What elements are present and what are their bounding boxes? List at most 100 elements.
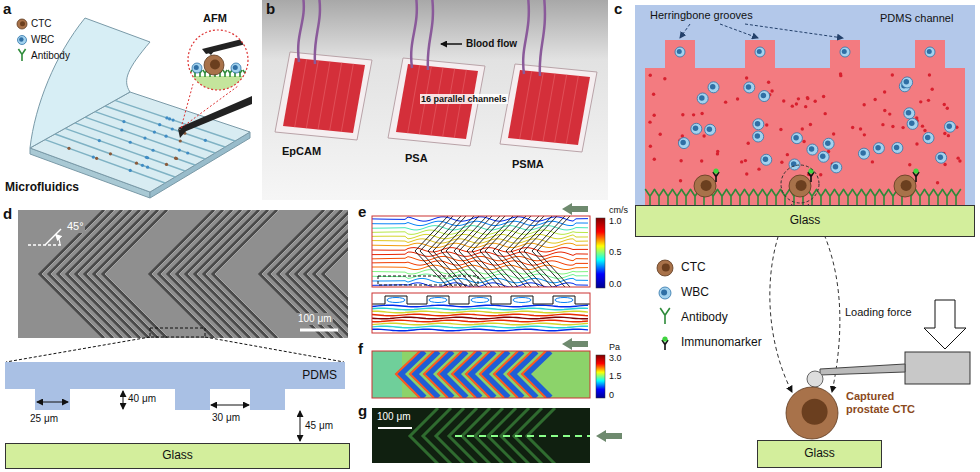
micrograph-illustration-part bbox=[211, 405, 249, 406]
microfluidic-chip-illustration-part-part bbox=[204, 55, 224, 75]
colorbar-tick: 1.0 bbox=[609, 216, 622, 226]
microfluidic-chip-illustration-part bbox=[164, 135, 167, 138]
legend-icon bbox=[660, 308, 670, 324]
capture-channel-illustration-part bbox=[873, 98, 876, 101]
capture-channel-illustration-part bbox=[813, 100, 816, 103]
microfluidic-chip-illustration-part bbox=[146, 166, 149, 169]
chip-label: EpCAM bbox=[282, 145, 321, 158]
capture-channel-illustration-part bbox=[802, 140, 805, 143]
capture-channel-illustration-part bbox=[648, 120, 651, 123]
panel-letter: b bbox=[266, 0, 275, 17]
fluorescence-micrograph-part bbox=[378, 427, 412, 429]
scale-bar-label: 100 μm bbox=[377, 411, 411, 423]
legend-icon-part bbox=[657, 260, 673, 276]
capture-channel-illustration-part bbox=[707, 126, 713, 132]
capture-channel-illustration-part bbox=[906, 110, 912, 116]
velocity-streamline-plot-part-part bbox=[513, 298, 531, 303]
capture-channel-illustration-part bbox=[946, 123, 952, 129]
shear-stress-plot-part bbox=[372, 351, 590, 398]
microfluidic-chip-illustration-part bbox=[85, 117, 205, 159]
legend-icon-part bbox=[18, 49, 25, 61]
capture-channel-illustration-part bbox=[745, 24, 843, 38]
velocity-streamline-plot-part bbox=[372, 216, 590, 287]
capture-channel-illustration-part bbox=[797, 97, 800, 100]
capture-channel-illustration-part bbox=[786, 153, 789, 156]
capture-channel-illustration-part bbox=[925, 47, 935, 57]
capture-channel-illustration-part bbox=[904, 108, 915, 119]
dimension-label: 40 μm bbox=[128, 393, 156, 405]
capture-channel-illustration-part bbox=[933, 189, 943, 205]
capture-channel-illustration-part bbox=[894, 175, 916, 197]
microfluidic-chip-illustration-part bbox=[55, 134, 175, 177]
velocity-streamline-plot-part-part bbox=[429, 298, 447, 303]
glass-substrate: Glass bbox=[757, 440, 882, 468]
instrument-label: AFM bbox=[203, 12, 227, 25]
flow-label: Blood flow bbox=[466, 38, 517, 50]
capture-channel-illustration-part bbox=[831, 162, 842, 173]
capture-channel-illustration-part bbox=[859, 127, 862, 130]
capture-channel-illustration-part bbox=[943, 103, 946, 106]
legend-icon bbox=[659, 287, 671, 299]
force-label: Loading force bbox=[845, 306, 912, 319]
velocity-streamline-plot-part-part bbox=[372, 326, 588, 328]
velocity-streamline-plot-part-part bbox=[372, 308, 588, 310]
legend-text: Antibody bbox=[31, 50, 70, 62]
micrograph-illustration-part-part bbox=[197, 210, 261, 338]
velocity-streamline-plot-part-part bbox=[485, 216, 518, 287]
micrograph-illustration-part bbox=[6, 337, 344, 362]
capture-channel-illustration-part bbox=[713, 168, 718, 173]
capture-channel-illustration-part bbox=[681, 189, 691, 205]
velocity-streamline-plot-part bbox=[372, 293, 590, 333]
capture-channel-illustration-part bbox=[852, 189, 862, 205]
capture-channel-illustration-part bbox=[770, 89, 773, 92]
colorbar-unit: cm/s bbox=[609, 205, 628, 215]
capture-channel-illustration-part bbox=[746, 84, 752, 90]
microfluidic-chip-illustration-part bbox=[65, 128, 185, 171]
velocity-streamline-plot-part bbox=[372, 216, 590, 287]
capture-channel-illustration-part bbox=[818, 151, 829, 162]
panel-letter: g bbox=[358, 402, 367, 419]
micrograph-illustration-part bbox=[150, 328, 205, 337]
velocity-streamline-plot-part-part bbox=[372, 329, 588, 331]
capture-channel-illustration-part bbox=[789, 159, 800, 170]
microfluidic-chip-illustration-part-part bbox=[231, 63, 241, 73]
capture-channel-illustration-part bbox=[938, 154, 944, 160]
capture-channel-illustration-part bbox=[860, 150, 866, 156]
capture-channel-illustration-part bbox=[945, 121, 956, 132]
capture-channel-illustration-part bbox=[645, 40, 965, 205]
microfluidic-chip-illustration-part bbox=[95, 112, 215, 153]
capture-channel-illustration-part bbox=[757, 49, 762, 54]
capture-channel-illustration-part bbox=[871, 160, 874, 163]
legend-icon bbox=[17, 19, 27, 29]
colorbar-tick: 0.5 bbox=[609, 247, 622, 257]
capture-channel-illustration-part bbox=[700, 159, 703, 162]
legend-icon-part bbox=[662, 336, 667, 341]
capture-channel-illustration-part bbox=[820, 153, 826, 159]
microfluidic-chip-illustration-part bbox=[129, 141, 132, 144]
capture-channel-illustration-part bbox=[716, 152, 719, 155]
capture-channel-illustration-part bbox=[809, 123, 812, 126]
fluorescence-micrograph bbox=[372, 408, 622, 464]
capture-channel-illustration-part bbox=[765, 123, 768, 126]
capture-channel-illustration-part bbox=[819, 173, 822, 176]
velocity-streamline-plot-part-part bbox=[472, 216, 505, 287]
legend-icon-part bbox=[662, 264, 670, 272]
colorbar-tick: 0.0 bbox=[609, 279, 622, 289]
microfluidic-chip-illustration-part bbox=[181, 84, 238, 128]
capture-channel-illustration-part bbox=[720, 24, 758, 38]
velocity-streamline-plot-part-part bbox=[498, 216, 531, 287]
legend-icon-part bbox=[661, 289, 667, 295]
velocity-streamline-plot-part-part bbox=[372, 311, 588, 313]
chip-photo-illustration-part bbox=[543, 74, 555, 142]
velocity-streamline-plot-part-part bbox=[524, 216, 557, 287]
velocity-streamline-plot-part-part bbox=[372, 252, 588, 256]
chip-photo-illustration-part bbox=[283, 58, 365, 133]
velocity-streamline-plot-part bbox=[562, 203, 588, 215]
chip-photo-illustration-part bbox=[275, 52, 372, 140]
velocity-streamline-plot-part bbox=[372, 293, 590, 333]
microfluidic-chip-illustration-part bbox=[141, 164, 144, 167]
capture-channel-illustration-part bbox=[786, 387, 838, 439]
capture-channel-illustration-part bbox=[891, 125, 894, 128]
capture-channel-illustration-part bbox=[951, 189, 961, 205]
